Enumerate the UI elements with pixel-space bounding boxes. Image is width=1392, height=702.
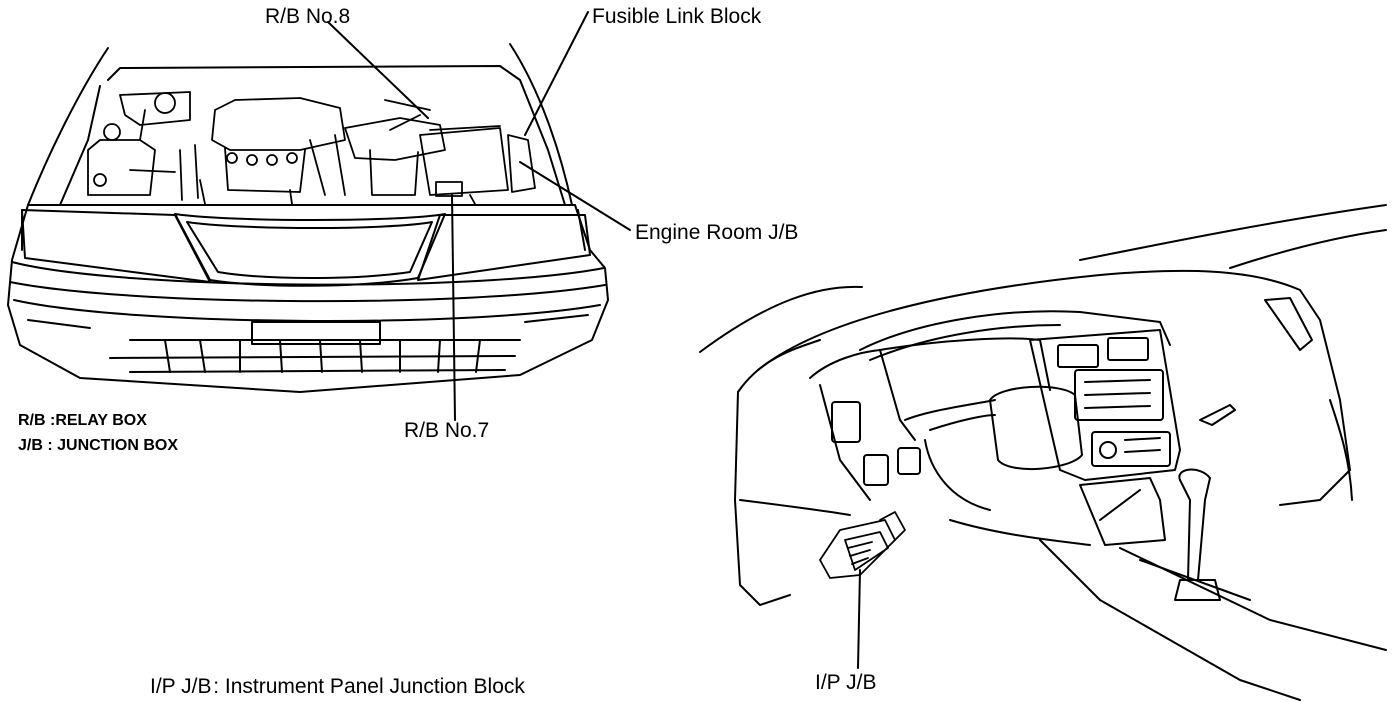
gear-shifter bbox=[1179, 470, 1210, 580]
label-rb-no8: R/B No.8 bbox=[265, 5, 351, 28]
hood-right-line bbox=[510, 44, 572, 205]
instrument-cluster-hood bbox=[810, 350, 915, 440]
bumper bbox=[12, 262, 604, 285]
headlight-right bbox=[418, 215, 590, 280]
compartment-outline bbox=[108, 66, 565, 205]
leader-fusible-link bbox=[525, 12, 588, 135]
engine-bay-components bbox=[88, 92, 535, 204]
climate-control-unit bbox=[1092, 432, 1170, 466]
steering-wheel-hub bbox=[990, 387, 1082, 469]
fusible-link-block-drawing bbox=[508, 135, 535, 192]
ip-junction-block-drawing bbox=[820, 512, 905, 578]
radio-unit bbox=[1075, 370, 1163, 420]
hood-left-line bbox=[28, 48, 108, 205]
leader-ip-jb bbox=[858, 570, 860, 668]
leader-rb-no7 bbox=[452, 195, 455, 420]
license-plate bbox=[252, 322, 380, 344]
leader-rb-no8 bbox=[328, 22, 428, 118]
label-fusible-link-block: Fusible Link Block bbox=[592, 5, 762, 28]
label-engine-room-jb: Engine Room J/B bbox=[635, 221, 799, 244]
dashboard-outline bbox=[758, 271, 1350, 505]
footnote-ip-jb-definition: I/P J/B : Instrument Panel Junction Bloc… bbox=[150, 675, 525, 698]
engine-leader-lines bbox=[328, 12, 630, 420]
leader-engine-room-jb bbox=[520, 162, 630, 230]
label-rb-no7: R/B No.7 bbox=[404, 419, 490, 442]
legend-relay-box: R/B :RELAY BOX bbox=[18, 412, 147, 429]
center-stack bbox=[1030, 330, 1180, 480]
label-ip-jb: I/P J/B bbox=[815, 671, 877, 694]
relay-box-7-drawing bbox=[436, 182, 462, 196]
legend-junction-box: J/B : JUNCTION BOX bbox=[18, 437, 179, 454]
